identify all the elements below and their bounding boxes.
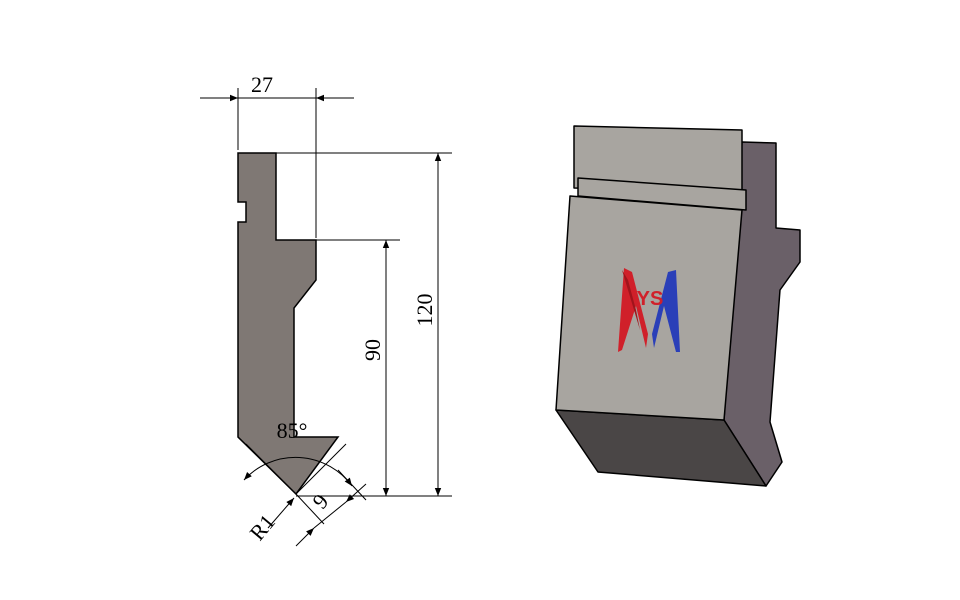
block-groove — [577, 177, 747, 211]
logo-w-red-inner — [622, 270, 640, 330]
profile-shape — [237, 152, 340, 496]
brand-logo: YS — [618, 268, 680, 352]
dimension-angle: 85° — [243, 418, 353, 495]
tool-profile — [237, 152, 340, 496]
dimension-height-total-label: 120 — [412, 294, 437, 327]
dimension-height-lower-label: 90 — [360, 339, 385, 361]
tool-3d-view — [555, 125, 801, 487]
logo-w-red — [618, 268, 648, 352]
dimension-radius: R1 — [244, 497, 295, 545]
logo-text: YS — [637, 288, 664, 310]
dimension-angle-label: 85° — [277, 418, 308, 443]
block-front-face — [555, 195, 743, 421]
dimension-radius-label: R1 — [244, 509, 280, 545]
logo-w-blue — [652, 270, 680, 352]
dimension-tip: 9 — [295, 469, 367, 547]
dimension-width: 27 — [200, 72, 354, 238]
dimension-height-total: 120 — [276, 152, 452, 497]
dimension-width-label: 27 — [251, 72, 273, 97]
dimension-height-lower: 90 — [316, 239, 400, 496]
